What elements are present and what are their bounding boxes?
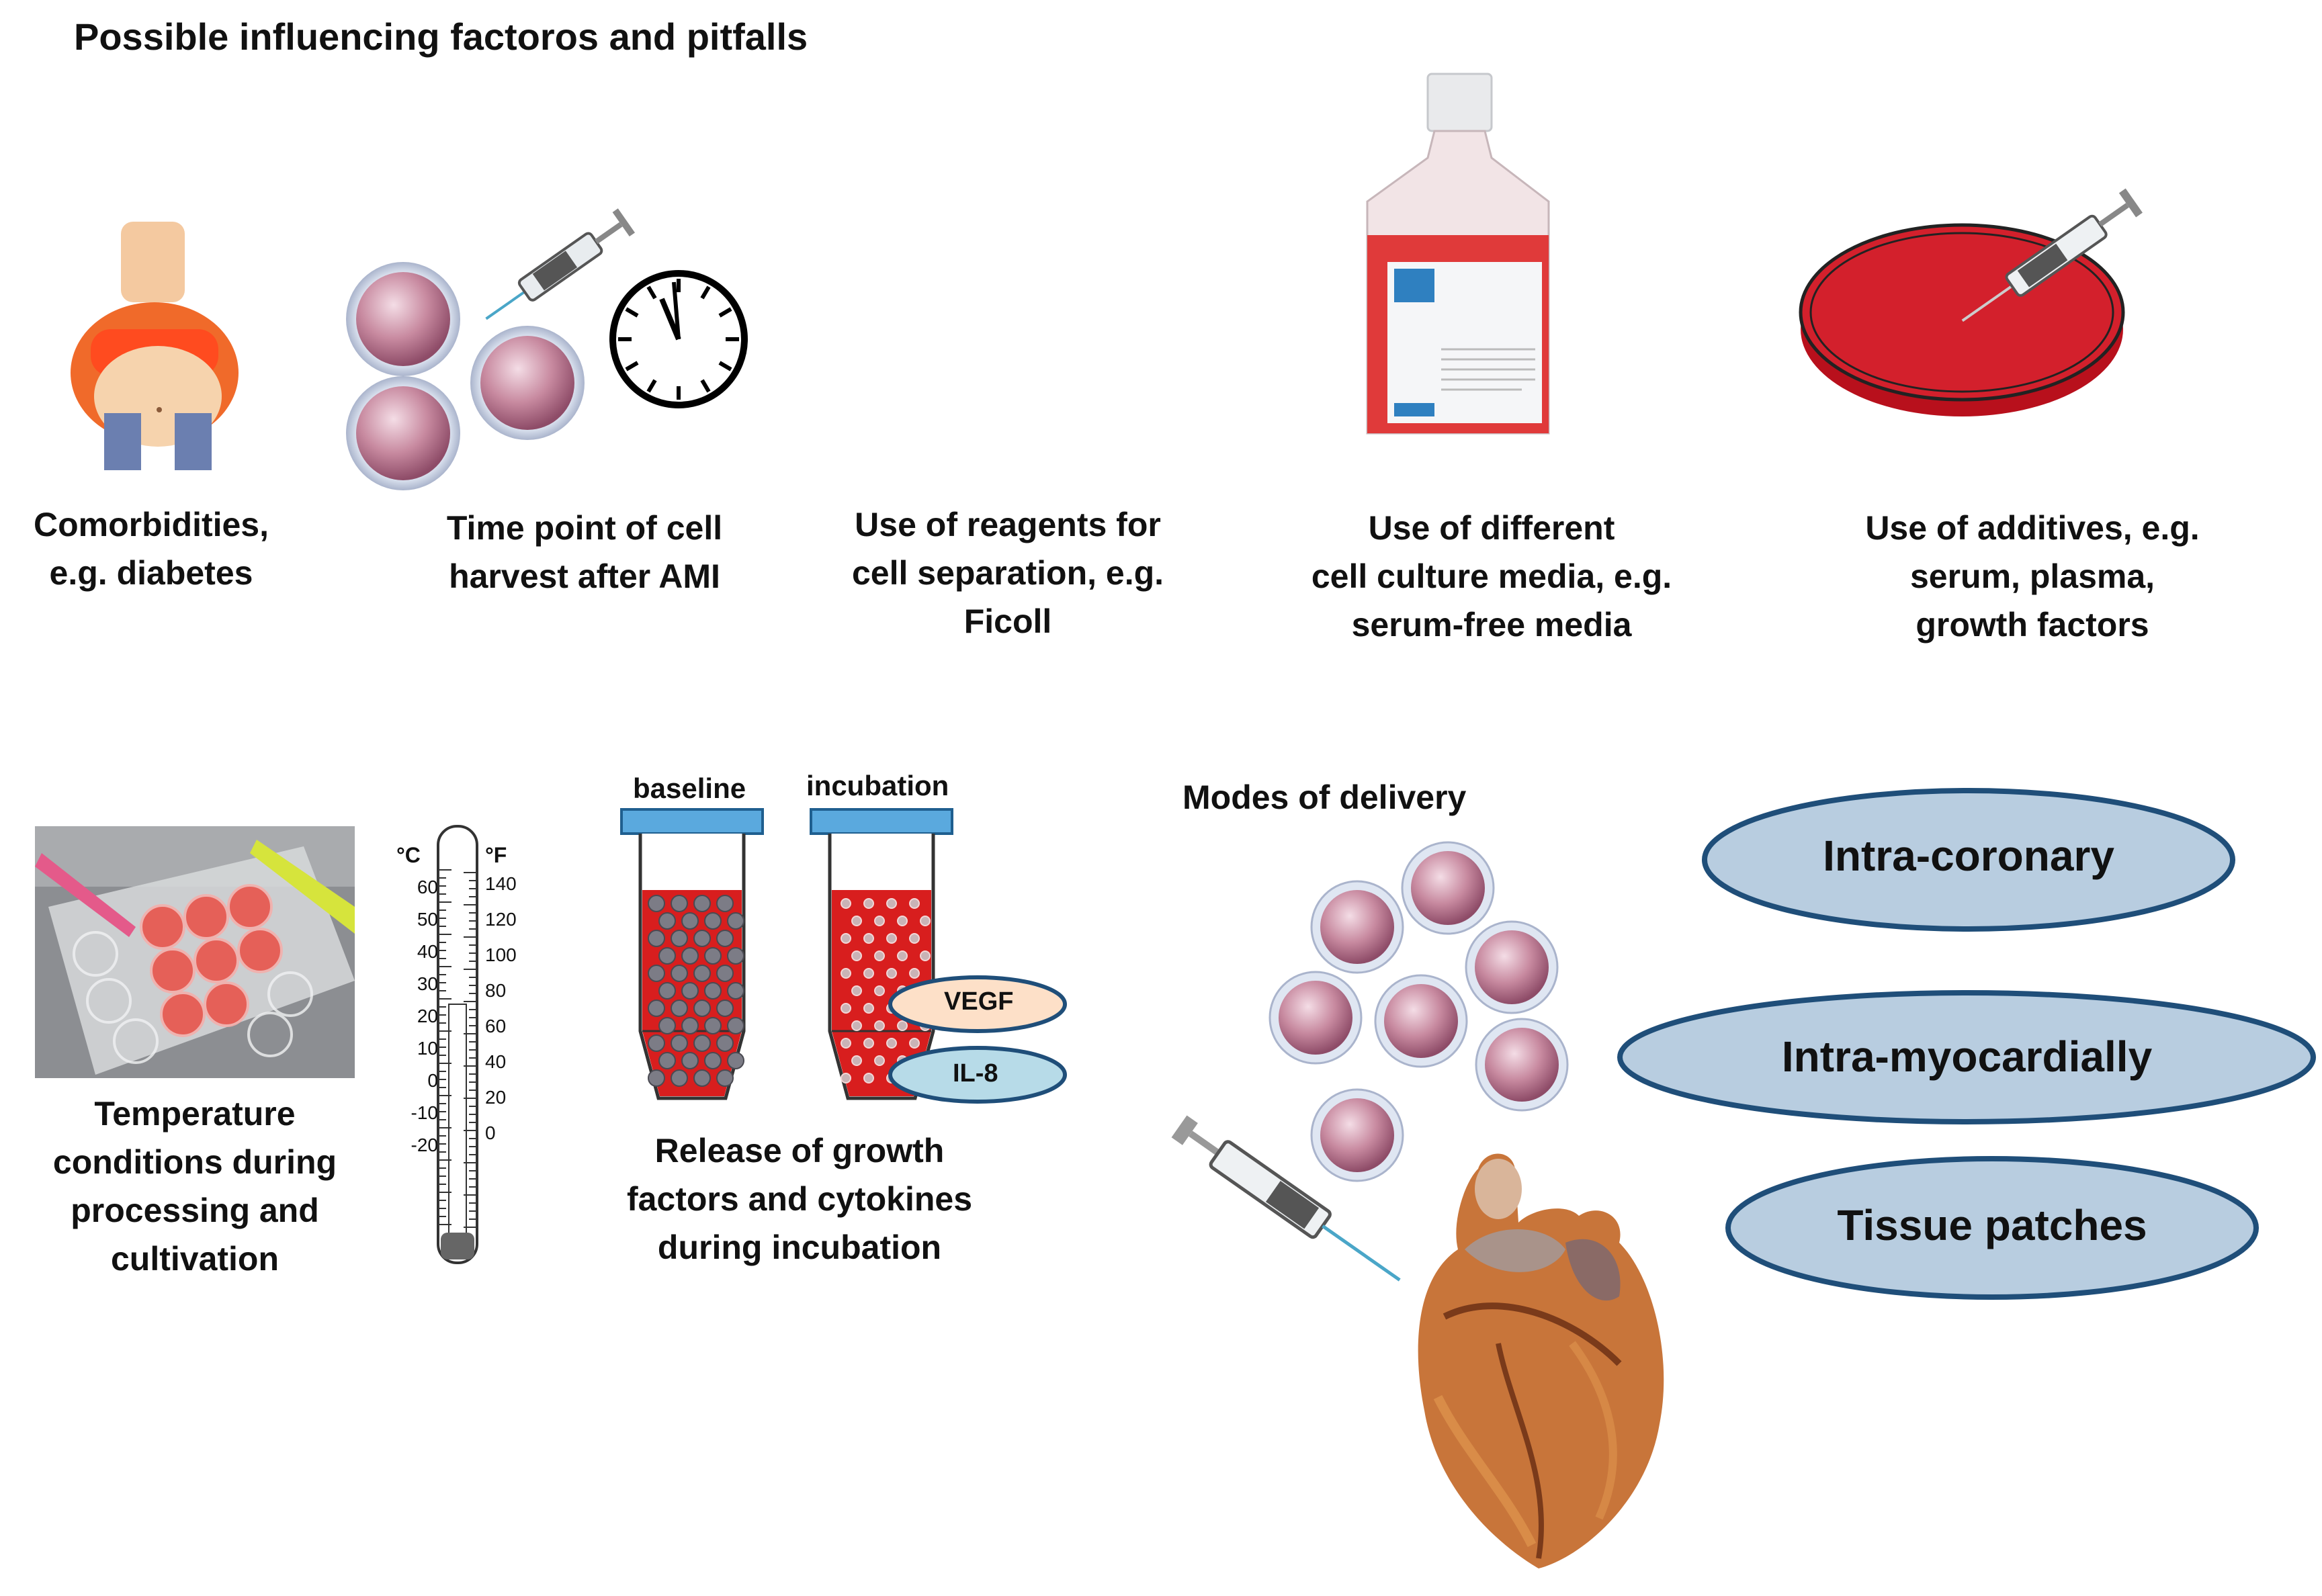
celsius-tick: 20 [417,1006,438,1026]
fahrenheit-tick: 0 [485,1122,496,1143]
il8-oval [888,1046,1067,1104]
tissue-patches-oval [1725,1156,2259,1300]
fahrenheit-tick: 60 [485,1016,507,1036]
celsius-tick: -10 [411,1102,438,1123]
syringe-icon [485,208,636,320]
intra-coronary-label: Intra-coronary [1823,832,2114,880]
clock-icon [609,270,748,408]
celsius-tick: 40 [417,941,438,962]
vegf-label: VEGF [944,987,1014,1016]
tube-baseline-label: baseline [633,772,746,804]
intra-myocardially-oval [1617,990,2316,1124]
intra-myocardially-label: Intra-myocardially [1781,1032,2153,1081]
fahrenheit-tick: 120 [485,909,517,930]
release-caption: Release of growth factors and cytokines … [626,1132,973,1266]
delivery-heading: Modes of delivery [1182,779,1467,816]
media-bottle-icon [1366,73,1550,435]
celsius-tick: -20 [411,1135,438,1155]
well-plate-photo [35,826,355,1078]
culture-media-caption: Use of different cell culture media, e.g… [1311,509,1672,644]
fahrenheit-tick: 20 [485,1087,507,1108]
celsius-tick: 30 [417,973,438,994]
fahrenheit-tick: 40 [485,1051,507,1072]
comorbidities-caption: Comorbidities, e.g. diabetes [33,506,269,592]
vegf-oval [888,975,1067,1033]
delivery-syringe-icon [1171,1115,1401,1282]
tissue-patches-label: Tissue patches [1837,1201,2147,1249]
delivery-cells-icon [1268,841,1569,1182]
baseline-tube [620,808,764,1100]
il8-label: IL-8 [953,1059,998,1088]
person-icon [71,222,239,470]
celsius-tick: 10 [417,1038,438,1059]
celsius-unit: °C [396,843,421,867]
celsius-tick: 60 [417,877,438,897]
fahrenheit-unit: °F [485,843,507,867]
fahrenheit-tick: 80 [485,980,507,1001]
heart-icon [1418,1153,1664,1568]
cells-icon [346,262,585,490]
reagents-caption: Use of reagents for cell separation, e.g… [851,506,1164,640]
fahrenheit-tick: 100 [485,944,517,965]
celsius-tick: 0 [427,1070,438,1091]
temperature-caption: Temperature conditions during processing… [52,1095,337,1278]
harvest-time-caption: Time point of cell harvest after AMI [446,509,723,595]
page-title: Possible influencing factoros and pitfal… [74,15,808,58]
fahrenheit-tick: 140 [485,873,517,894]
thermometer-icon [437,825,478,1264]
tube-incubation-label: incubation [806,770,949,801]
petri-dish-icon [1799,188,2143,416]
celsius-tick: 50 [417,909,438,930]
additives-caption: Use of additives, e.g. serum, plasma, gr… [1865,509,2200,644]
intra-coronary-oval [1702,788,2235,932]
